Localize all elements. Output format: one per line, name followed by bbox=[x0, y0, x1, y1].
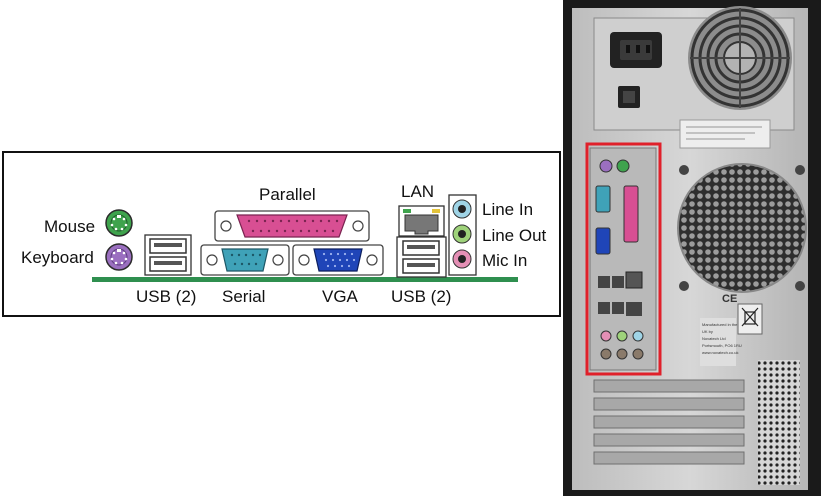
mouse-label: Mouse bbox=[44, 217, 96, 236]
usb-left-ports bbox=[144, 234, 192, 276]
parallel-label: Parallel bbox=[259, 185, 316, 204]
board-strip bbox=[92, 277, 518, 282]
tower-frame bbox=[563, 0, 821, 496]
usb-right-label: USB (2) bbox=[391, 287, 452, 306]
io-panel-graphic bbox=[92, 194, 518, 282]
manufacturer-label bbox=[700, 318, 736, 366]
keyboard-label: Keyboard bbox=[21, 248, 94, 267]
ce-mark: CE bbox=[722, 293, 737, 305]
usb-right-ports bbox=[396, 236, 447, 278]
vga-label: VGA bbox=[322, 287, 358, 306]
manufacturer-label-line: UK by bbox=[702, 329, 713, 334]
manufacturer-label-line: Novatech Ltd bbox=[702, 336, 726, 341]
parallel-port bbox=[214, 210, 370, 242]
io-shield bbox=[589, 147, 657, 371]
io-panel-diagram: Mouse Keyboard USB (2) Parallel Serial V… bbox=[2, 151, 561, 317]
line-out-label: Line Out bbox=[482, 226, 547, 245]
case-fan-grille-icon bbox=[677, 163, 807, 293]
side-vent-grille bbox=[758, 360, 800, 485]
line-in-label: Line In bbox=[482, 200, 534, 219]
psu-fan-icon bbox=[688, 6, 792, 110]
serial-label: Serial bbox=[222, 287, 266, 306]
mic-in-label: Mic In bbox=[482, 251, 528, 270]
lan-label: LAN bbox=[401, 182, 435, 201]
manufacturer-label-lines: Manufactured in the UK by Novatech LtdPort… bbox=[702, 322, 742, 355]
lan-port bbox=[398, 205, 445, 237]
vga-port bbox=[292, 244, 384, 276]
weee-label bbox=[737, 303, 763, 335]
expansion-slots bbox=[593, 379, 745, 465]
power-switch-icon bbox=[618, 86, 640, 108]
manufacturer-label-line: Manufactured in the bbox=[702, 322, 738, 327]
serial-port bbox=[200, 244, 290, 276]
audio-jacks bbox=[448, 194, 477, 276]
manufacturer-label-line: Portsmouth, PO6 1RU bbox=[702, 343, 742, 348]
io-shield-ports bbox=[595, 159, 644, 360]
mouse-port bbox=[105, 209, 133, 237]
weee-bin-icon bbox=[741, 307, 759, 327]
power-socket-icon bbox=[610, 32, 662, 68]
keyboard-port bbox=[105, 243, 133, 271]
psu-plate bbox=[593, 17, 795, 131]
tower-back-panel bbox=[572, 8, 808, 490]
io-highlight-box bbox=[585, 142, 662, 376]
psu-sticker bbox=[679, 119, 771, 149]
usb-left-label: USB (2) bbox=[136, 287, 197, 306]
manufacturer-label-line: www.novatech.co.uk bbox=[702, 350, 738, 355]
